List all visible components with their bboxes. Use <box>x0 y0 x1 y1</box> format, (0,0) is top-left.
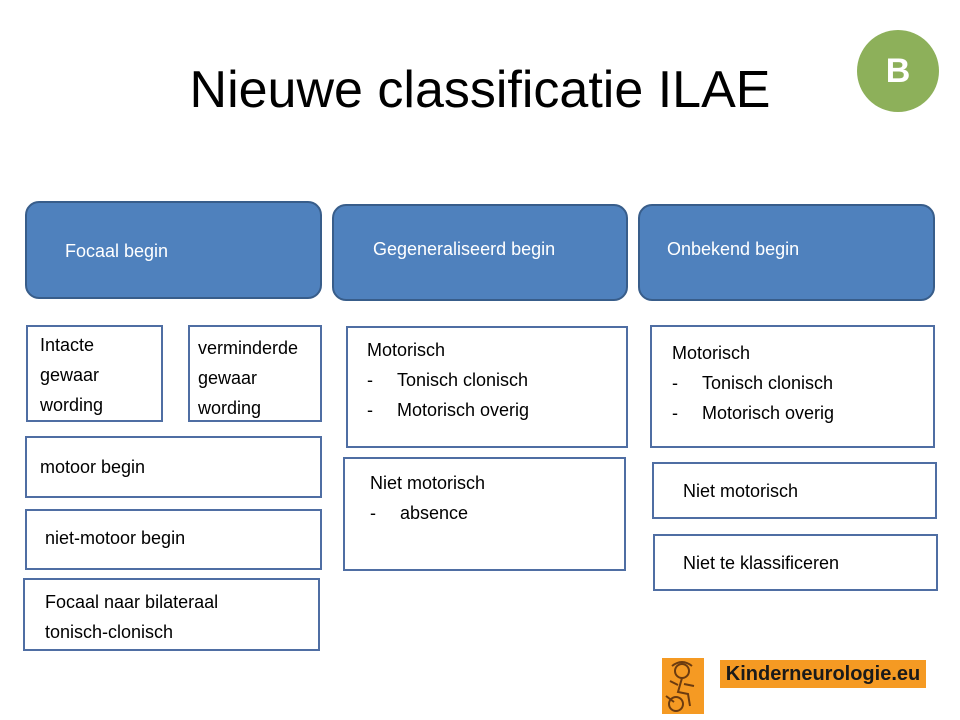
list-item: -Tonisch clonisch <box>367 370 529 390</box>
header-generalized-onset-label: Gegeneraliseerd begin <box>373 239 556 259</box>
box-unclassified-label: Niet te klassificeren <box>683 553 840 573</box>
list-item-label: Tonisch clonisch <box>397 370 529 390</box>
list-item-label: Motorisch overig <box>702 403 835 423</box>
list-item: -Tonisch clonisch <box>672 373 834 393</box>
box-unclassified: Niet te klassificeren <box>653 534 938 591</box>
header-unknown-onset-label: Onbekend begin <box>667 239 800 259</box>
box-impaired-line: wording <box>198 398 262 418</box>
list-item: -absence <box>370 503 469 523</box>
box-unknown-nonmotor-label: Niet motorisch <box>683 481 799 501</box>
box-impaired-line: gewaar <box>198 368 258 388</box>
box-nonmotor-onset-label: niet-motoor begin <box>45 528 186 548</box>
box-aware: Intacte gewaar wording <box>26 325 163 422</box>
box-nonmotor-onset: niet-motoor begin <box>25 509 322 570</box>
box-motor-onset: motoor begin <box>25 436 322 498</box>
child-figure-icon <box>662 658 704 714</box>
box-bilateral-line: tonisch-clonisch <box>45 622 174 642</box>
box-aware-line: gewaar <box>40 365 100 385</box>
box-generalized-nonmotor-title: Niet motorisch <box>370 473 486 493</box>
box-impaired-line: verminderde <box>198 338 299 358</box>
box-unknown-motor-title: Motorisch <box>672 343 751 363</box>
header-focal-onset-label: Focaal begin <box>65 241 169 261</box>
logo-text[interactable]: Kinderneurologie.eu <box>720 660 926 688</box>
box-generalized-motor-title: Motorisch <box>367 340 446 360</box>
box-unknown-motor: Motorisch -Tonisch clonisch -Motorisch o… <box>650 325 935 448</box>
box-bilateral-line: Focaal naar bilateraal <box>45 592 219 612</box>
list-item-label: Motorisch overig <box>397 400 530 420</box>
box-motor-onset-label: motoor begin <box>40 457 146 477</box>
section-badge: B <box>857 30 939 112</box>
box-aware-line: Intacte <box>40 335 95 355</box>
box-impaired-awareness: verminderde gewaar wording <box>188 325 322 422</box>
box-unknown-nonmotor: Niet motorisch <box>652 462 937 519</box>
header-generalized-onset: Gegeneraliseerd begin <box>332 204 628 301</box>
slide-title: Nieuwe classificatie ILAE <box>189 61 771 119</box>
box-generalized-motor: Motorisch -Tonisch clonisch -Motorisch o… <box>346 326 628 448</box>
header-unknown-onset: Onbekend begin <box>638 204 935 301</box>
header-focal-onset: Focaal begin <box>25 201 322 299</box>
list-item: -Motorisch overig <box>367 400 530 420</box>
box-aware-line: wording <box>40 395 104 415</box>
box-focal-to-bilateral: Focaal naar bilateraal tonisch-clonisch <box>23 578 320 651</box>
list-item-label: absence <box>400 503 469 523</box>
list-item-label: Tonisch clonisch <box>702 373 834 393</box>
list-item: -Motorisch overig <box>672 403 835 423</box>
box-generalized-nonmotor: Niet motorisch -absence <box>343 457 626 571</box>
